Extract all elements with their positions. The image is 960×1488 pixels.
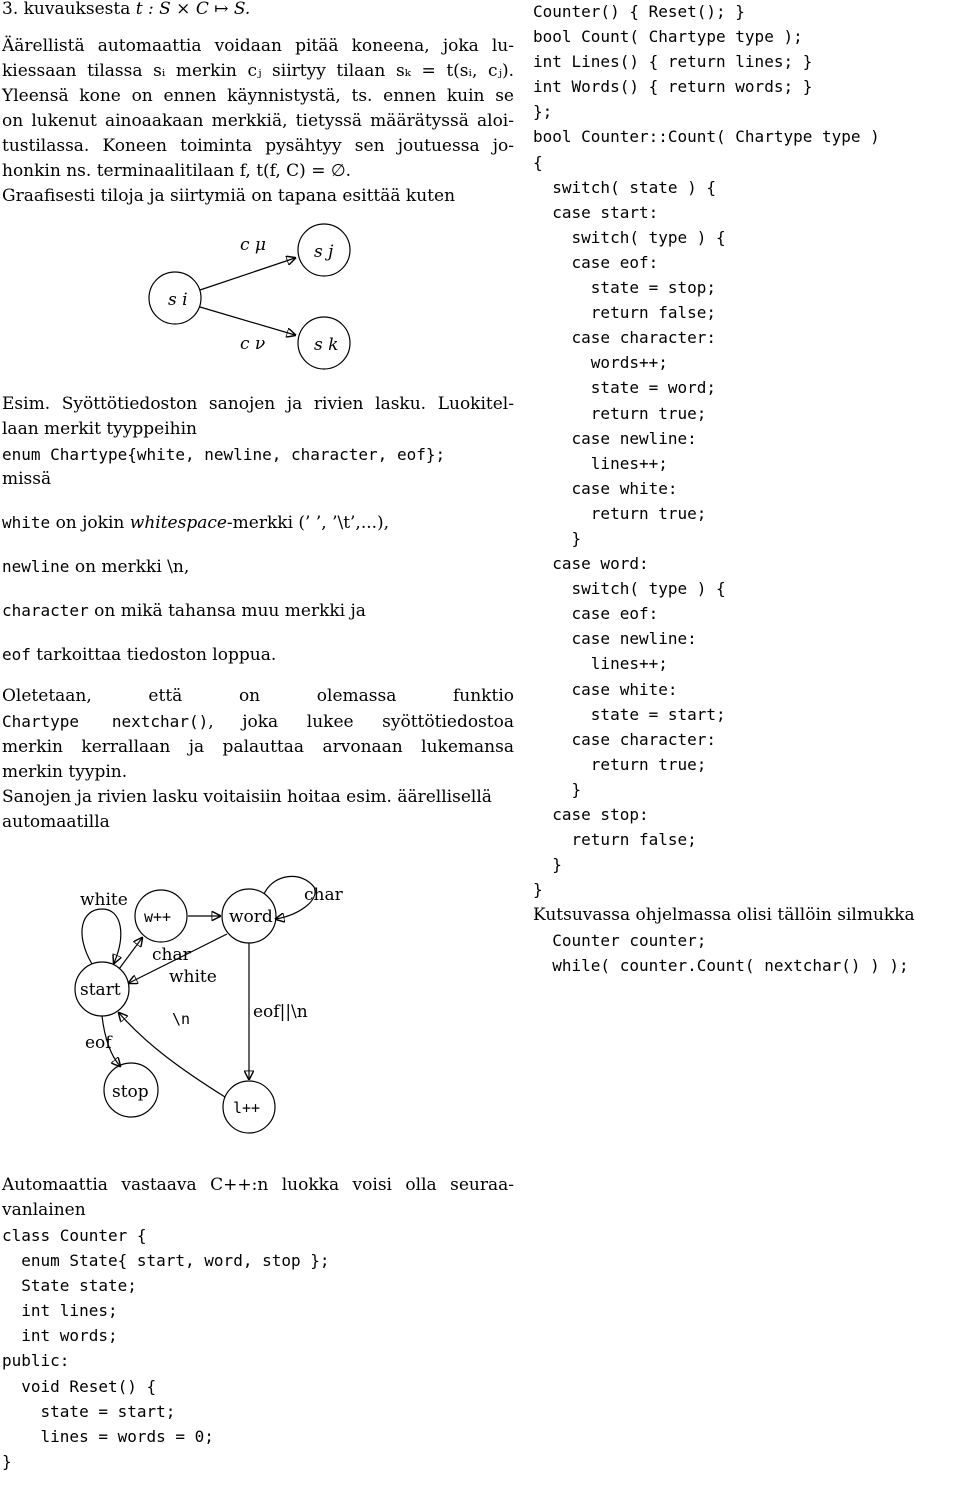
start-label: start bbox=[80, 980, 121, 1000]
char-arrow bbox=[118, 938, 142, 970]
nextchar-line-3: merkin kerrallaan ja palauttaa arvonaan … bbox=[2, 737, 514, 757]
newline-label: \n bbox=[172, 1010, 190, 1028]
count-code-block: Counter() { Reset(); } bool Count( Chart… bbox=[533, 2, 880, 900]
definition-rest: -merkki (’ ’, ’\t’,...), bbox=[226, 513, 390, 533]
white-loop-arrow bbox=[81, 908, 121, 964]
intro-line-3: Yleensä kone on ennen käynnistystä, ts. … bbox=[2, 86, 514, 106]
tail-code-block: Counter counter; while( counter.Count( n… bbox=[552, 931, 909, 976]
nextchar-line-1: Oletetaan, että on olemassa funktio bbox=[2, 686, 514, 706]
eof-arrow bbox=[101, 1015, 120, 1066]
label-c-mu: c μ bbox=[240, 235, 266, 255]
class-line-1: Automaattia vastaava C++:n luokka voisi … bbox=[2, 1175, 514, 1195]
example-line-1: Esim. Syöttötiedoston sanojen ja rivien … bbox=[2, 394, 514, 414]
intro-line-5: tustilassa. Koneen toiminta pysähtyy sen… bbox=[2, 136, 514, 156]
white-return-label: white bbox=[169, 967, 217, 987]
automaton-line-2: automaatilla bbox=[2, 812, 110, 832]
white-loop-label: white bbox=[80, 890, 128, 910]
class-code-block: class Counter { enum State{ start, word,… bbox=[2, 1226, 330, 1471]
eof-label: eof bbox=[85, 1033, 113, 1053]
state-wpp-circle bbox=[134, 889, 188, 943]
transition-arrow-mu bbox=[199, 258, 295, 291]
tail-text: Kutsuvassa ohjelmassa olisi tällöin silm… bbox=[533, 905, 915, 926]
class-paragraph: Automaattia vastaava C++:n luokka voisi … bbox=[2, 1173, 514, 1223]
nextchar-line-4: merkin tyypin. bbox=[2, 762, 128, 782]
definition-italic: whitespace bbox=[129, 513, 227, 533]
char-label: char bbox=[152, 945, 192, 965]
missa-text: missä bbox=[2, 469, 52, 489]
automaton-line-1: Sanojen ja rivien lasku voitaisiin hoita… bbox=[2, 787, 492, 807]
transition-arrow-nu bbox=[199, 306, 295, 335]
nextchar-line-2: Chartype nextchar(), joka lukee syöttöti… bbox=[2, 709, 514, 735]
char-loop-arrow bbox=[263, 875, 316, 919]
section-heading: 3. kuvauksesta t : S × C ↦ S. bbox=[2, 0, 514, 22]
intro-paragraph: Äärellistä automaattia voidaan pitää kon… bbox=[2, 34, 514, 209]
definition-white: white on jokin whitespace-merkki (’ ’, ’… bbox=[2, 510, 514, 536]
intro-line-2: kiessaan tilassa sᵢ merkin cⱼ siirtyy ti… bbox=[2, 61, 514, 81]
definition-code: eof bbox=[2, 645, 31, 664]
heading-text: 3. kuvauksesta bbox=[2, 0, 136, 19]
state-k-label: s k bbox=[314, 335, 338, 355]
definition-list: white on jokin whitespace-merkki (’ ’, ’… bbox=[2, 510, 514, 668]
lpp-label: l++ bbox=[233, 1099, 260, 1117]
definition-text: on merkki \n, bbox=[69, 557, 190, 577]
heading-math: t : S × C ↦ S. bbox=[135, 0, 251, 19]
definition-code: white bbox=[2, 513, 51, 532]
definition-eof: eof tarkoittaa tiedoston loppua. bbox=[2, 642, 514, 668]
nextchar-rest: , joka lukee syöttötiedostoa bbox=[208, 712, 514, 732]
class-line-2: vanlainen bbox=[2, 1200, 86, 1220]
wpp-label: w++ bbox=[144, 908, 171, 926]
nextchar-paragraph: Oletetaan, että on olemassa funktio Char… bbox=[2, 684, 514, 835]
example-paragraph: Esim. Syöttötiedoston sanojen ja rivien … bbox=[2, 392, 514, 492]
nextchar-code: Chartype nextchar() bbox=[2, 712, 209, 731]
example-line-2: laan merkit tyyppeihin bbox=[2, 419, 197, 439]
state-j-circle bbox=[297, 223, 351, 277]
white-return-arrow bbox=[129, 933, 228, 983]
definition-code: character bbox=[2, 601, 89, 620]
definition-text: on jokin bbox=[50, 513, 130, 533]
state-k-circle bbox=[297, 316, 351, 370]
definition-code: newline bbox=[2, 557, 70, 576]
automaton-diagram: start w++ word stop l++ white eof char w… bbox=[74, 875, 344, 1134]
definition-text: tarkoittaa tiedoston loppua. bbox=[30, 645, 277, 665]
label-c-nu: c ν bbox=[240, 334, 265, 354]
definition-text: on mikä tahansa muu merkki ja bbox=[88, 601, 366, 621]
state-stop-circle bbox=[103, 1062, 159, 1118]
intro-line-4: on lukenut ainoaakaan merkkiä, tietyssä … bbox=[2, 111, 514, 131]
eofnl-label: eof||\n bbox=[253, 1002, 308, 1022]
char-loop-label: char bbox=[304, 885, 344, 905]
state-j-label: s j bbox=[314, 242, 334, 262]
state-i-circle bbox=[148, 271, 202, 325]
newline-arrow bbox=[119, 1013, 226, 1098]
transition-diagram: s i s j s k c μ c ν bbox=[148, 223, 351, 370]
definition-newline: newline on merkki \n, bbox=[2, 554, 514, 580]
definition-character: character on mikä tahansa muu merkki ja bbox=[2, 598, 514, 624]
state-lpp-circle bbox=[222, 1080, 276, 1134]
stop-label: stop bbox=[112, 1082, 149, 1102]
left-column: 3. kuvauksesta t : S × C ↦ S. Äärellistä… bbox=[2, 0, 514, 1474]
intro-line-6: honkin ns. terminaalitilaan f, t(f, C) =… bbox=[2, 161, 352, 181]
right-column: Counter() { Reset(); } bool Count( Chart… bbox=[533, 0, 958, 979]
state-i-label: s i bbox=[168, 290, 188, 310]
word-label: word bbox=[229, 907, 273, 927]
enum-declaration: enum Chartype{white, newline, character,… bbox=[2, 445, 446, 464]
intro-line-7: Graafisesti tiloja ja siirtymiä on tapan… bbox=[2, 186, 456, 206]
intro-line-1: Äärellistä automaattia voidaan pitää kon… bbox=[2, 36, 514, 56]
